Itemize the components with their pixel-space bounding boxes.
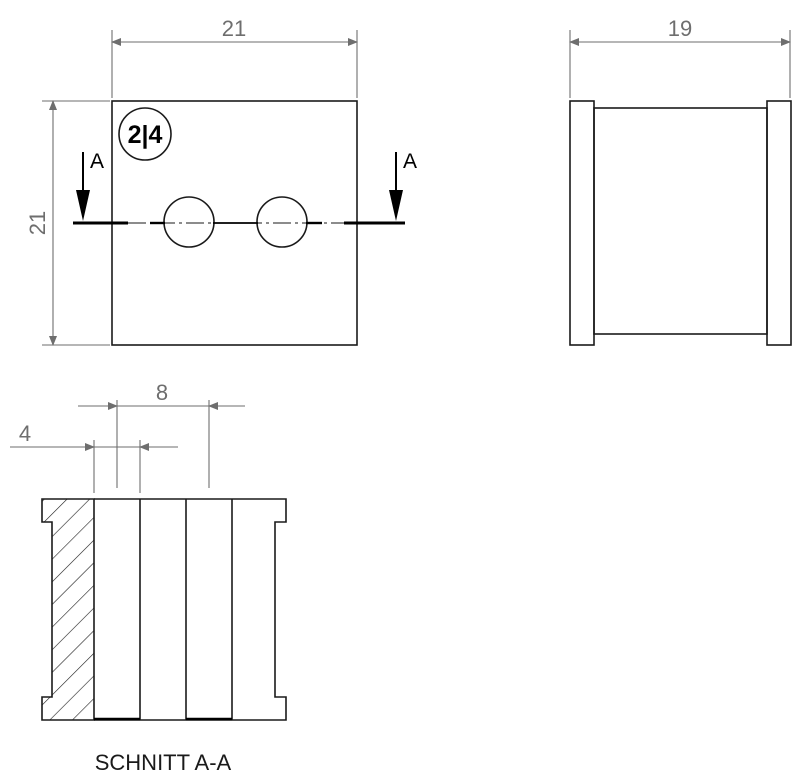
side-body [593,107,768,335]
section-outline [94,498,287,721]
side-flange-left [569,100,595,346]
hole-dimension: 4 [10,421,178,493]
section-view: 8 4 SCHNITT A-A [10,380,287,775]
hole-left [163,196,215,248]
section-line: A A [73,150,417,225]
side-width-label: 19 [668,16,692,41]
side-view: 19 [569,16,792,346]
section-hatch [41,498,95,721]
section-caption: SCHNITT A-A [95,750,232,775]
hole-right [256,196,308,248]
side-width-dimension: 19 [569,16,791,98]
side-flange-right [766,100,792,346]
badge-text: 2|4 [128,121,163,149]
section-label-left: A [90,150,104,173]
front-width-dimension: 21 [111,16,358,98]
front-height-label: 21 [25,211,50,235]
pitch-label: 8 [156,380,168,405]
front-height-dimension: 21 [25,100,110,346]
view-badge: 2|4 [118,107,172,161]
pitch-dimension: 8 [78,380,245,488]
hole-label: 4 [19,421,31,446]
front-width-label: 21 [222,16,246,41]
section-label-right: A [403,150,417,173]
front-view: 21 21 2|4 [25,16,417,346]
